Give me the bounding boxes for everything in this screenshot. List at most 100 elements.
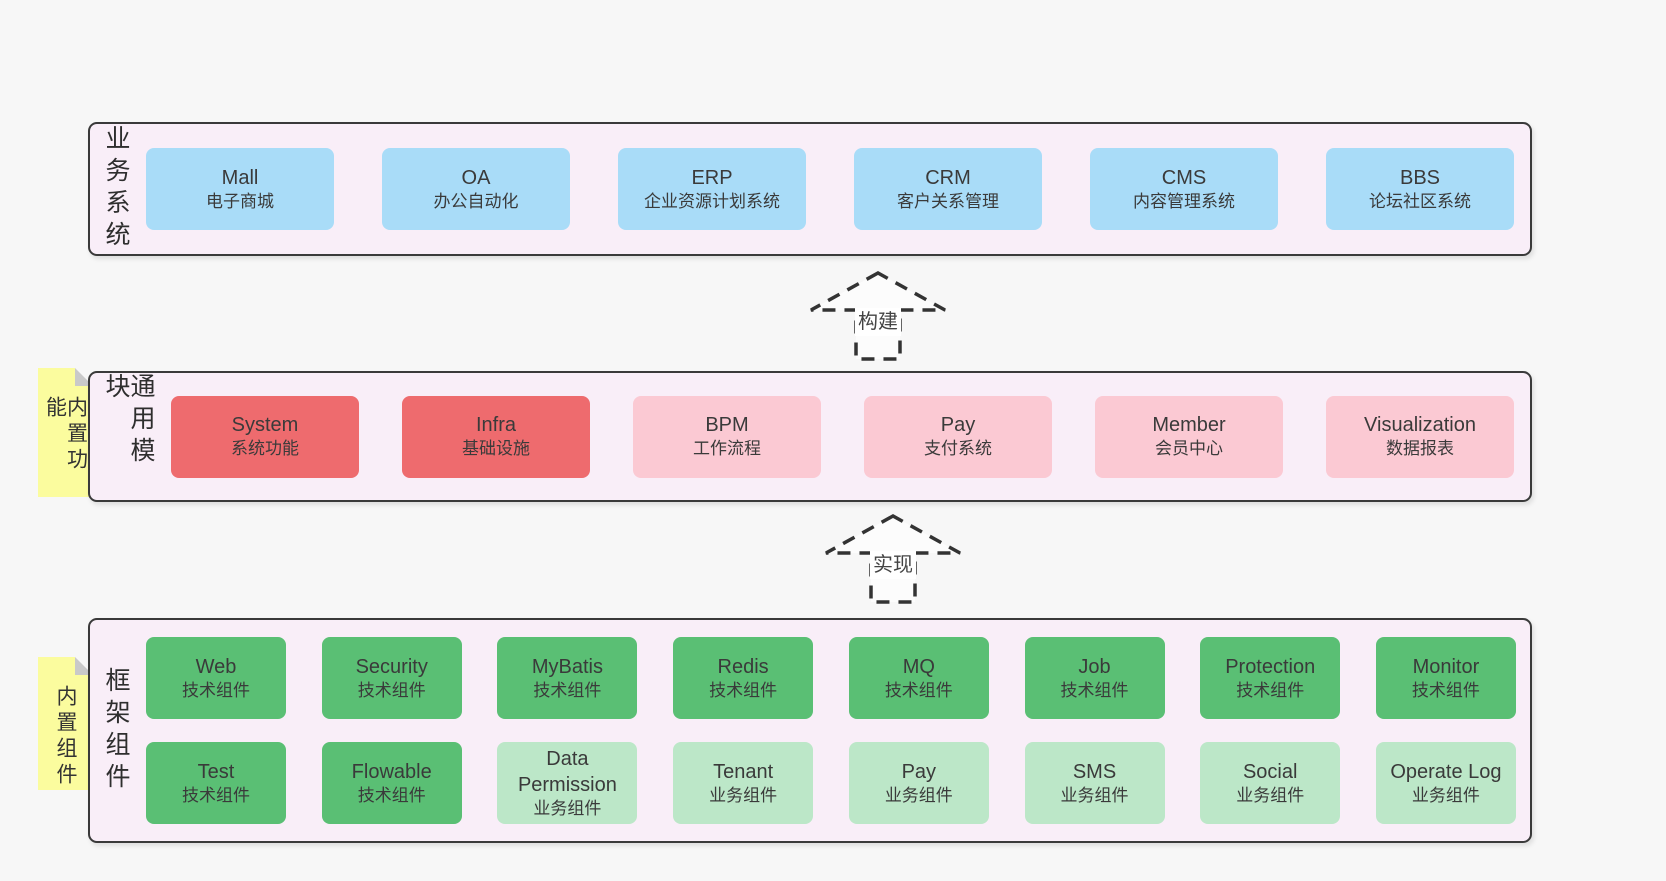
- box-title: CRM: [925, 166, 971, 189]
- box-subtitle: 支付系统: [924, 439, 992, 459]
- box-title: Pay: [901, 760, 937, 783]
- box-subtitle: 业务组件: [1060, 785, 1129, 805]
- up-arrow-build: 构建: [808, 270, 948, 362]
- box-title: ERP: [691, 166, 733, 189]
- box-subtitle: 数据报表: [1386, 439, 1454, 459]
- box-title: MyBatis: [531, 655, 603, 678]
- box-title: SMS: [1072, 760, 1117, 783]
- sticky-note-built-in-components: 内置组件: [38, 657, 93, 790]
- box-subtitle: 技术组件: [533, 680, 602, 700]
- box-title: Redis: [717, 655, 769, 678]
- box-title: OA: [461, 166, 491, 189]
- box-subtitle: 内容管理系统: [1133, 191, 1235, 211]
- box-subtitle: 系统功能: [231, 439, 299, 459]
- box-title: Social: [1242, 760, 1298, 783]
- box-subtitle: 技术组件: [182, 680, 250, 700]
- box-title: BBS: [1399, 166, 1441, 189]
- box-subtitle: 办公自动化: [433, 191, 519, 211]
- box-title: CMS: [1161, 166, 1207, 189]
- box-title: Job: [1078, 655, 1111, 678]
- box-title: MQ: [902, 655, 935, 678]
- box-subtitle: 技术组件: [182, 785, 250, 805]
- box-subtitle: 技术组件: [884, 680, 953, 700]
- sticky-note-built-in-functions: 内置功能: [38, 368, 93, 497]
- box-title: Mall: [221, 166, 259, 189]
- box-title: Visualization: [1364, 414, 1476, 437]
- box-subtitle: 基础设施: [462, 439, 530, 459]
- box-title: Member: [1152, 414, 1226, 437]
- arrow-build-label: 构建: [855, 308, 901, 336]
- box-title: Monitor: [1412, 655, 1480, 678]
- box-subtitle: 企业资源计划系统: [644, 191, 780, 211]
- box-subtitle: 技术组件: [357, 785, 426, 805]
- box-subtitle: 技术组件: [357, 680, 426, 700]
- sticky-note-text: 内置功能: [43, 396, 88, 474]
- box-title: Tenant: [713, 760, 774, 783]
- box-title: Web: [195, 655, 237, 678]
- up-arrow-implement: 实现: [823, 513, 963, 605]
- box-subtitle: 业务组件: [533, 798, 602, 818]
- box-subtitle: 工作流程: [693, 439, 761, 459]
- box-subtitle: 会员中心: [1155, 439, 1223, 459]
- box-title: Infra: [475, 414, 517, 437]
- box-subtitle: 论坛社区系统: [1369, 191, 1471, 211]
- box-subtitle: 技术组件: [1236, 680, 1305, 700]
- box-title: Data Permission: [517, 747, 617, 796]
- box-subtitle: 客户关系管理: [897, 191, 999, 211]
- box-subtitle: 技术组件: [1060, 680, 1129, 700]
- box-title: Security: [355, 655, 428, 678]
- arrow-implement-label: 实现: [870, 551, 916, 579]
- box-title: Operate Log: [1390, 760, 1502, 783]
- box-subtitle: 技术组件: [1411, 680, 1480, 700]
- box-title: Protection: [1225, 655, 1316, 678]
- box-subtitle: 电子商城: [206, 191, 274, 211]
- box-title: Pay: [940, 414, 976, 437]
- sticky-note-text: 内置组件: [54, 685, 77, 789]
- band-business-side-label: 业务系统: [102, 125, 130, 253]
- box-title: Test: [197, 760, 235, 783]
- box-title: Flowable: [351, 760, 432, 783]
- band-modules-side-label: 通用模块: [102, 373, 155, 469]
- band-components-side-label: 框架组件: [102, 666, 130, 795]
- box-subtitle: 业务组件: [884, 785, 953, 805]
- box-subtitle: 业务组件: [1411, 785, 1480, 805]
- box-title: BPM: [705, 414, 749, 437]
- box-subtitle: 技术组件: [709, 680, 778, 700]
- box-subtitle: 业务组件: [709, 785, 778, 805]
